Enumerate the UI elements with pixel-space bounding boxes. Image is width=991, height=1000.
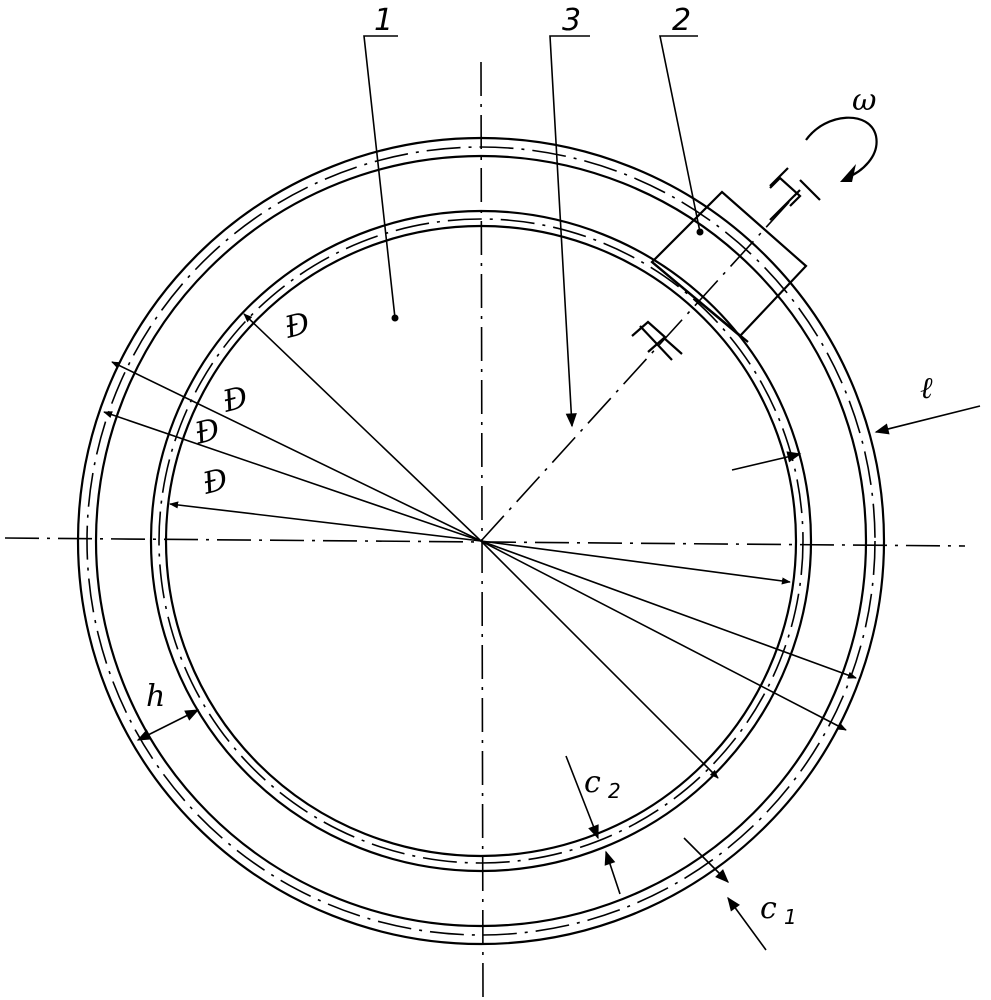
radius-line-4 [170, 504, 481, 541]
diameter-label-1: Đ [280, 306, 313, 346]
centerlines [5, 62, 965, 1000]
coupling-upper-b [800, 180, 820, 200]
callout-2-dot [697, 229, 704, 236]
gap-l-label: ℓ [920, 371, 933, 406]
drive-axis-line [481, 190, 800, 541]
radius-line-8 [481, 541, 718, 778]
callout-2-label: 2 [672, 3, 691, 38]
callout-1-label: 1 [374, 3, 393, 38]
radius-line-6 [481, 541, 856, 678]
rotation-arc [806, 118, 877, 178]
diameter-label-4: Đ [198, 462, 231, 502]
drive-housing [652, 192, 806, 336]
drive-housing-base [652, 262, 748, 342]
radius-line-3 [104, 412, 481, 541]
thickness-h-label: h [146, 679, 165, 714]
radius-line-7 [481, 541, 846, 730]
c2-arrow-lower [606, 852, 620, 894]
radius-line-1 [244, 314, 481, 541]
c1-subscript: 1 [784, 905, 797, 929]
callout-1-leader [364, 36, 398, 318]
c2-subscript: 2 [608, 779, 621, 803]
gap-l-arrow-outer [876, 406, 980, 432]
rotation-arrow [806, 118, 877, 182]
radius-dimensions [104, 314, 481, 541]
diameter-label-2: Đ [218, 380, 251, 420]
thickness-h-dimension [138, 710, 198, 740]
radius-dimensions-right [481, 541, 856, 778]
coupling-lower-flange [640, 326, 672, 360]
c2-label: c [584, 765, 601, 800]
diameter-label-3: Đ [190, 412, 223, 452]
omega-label: ω [852, 83, 876, 118]
rotation-arrowhead [840, 164, 856, 182]
callout-1-dot [392, 315, 399, 322]
gap-l-arrow-inner [732, 454, 800, 470]
callout-3-label: 3 [562, 3, 581, 38]
c1-label: c [760, 891, 777, 926]
thickness-h-arrow [138, 710, 198, 740]
radius-line-5 [481, 541, 790, 582]
vertical-centerline [481, 62, 483, 1000]
c1-dimension [684, 838, 766, 950]
drive-shaft-upper [770, 190, 800, 220]
